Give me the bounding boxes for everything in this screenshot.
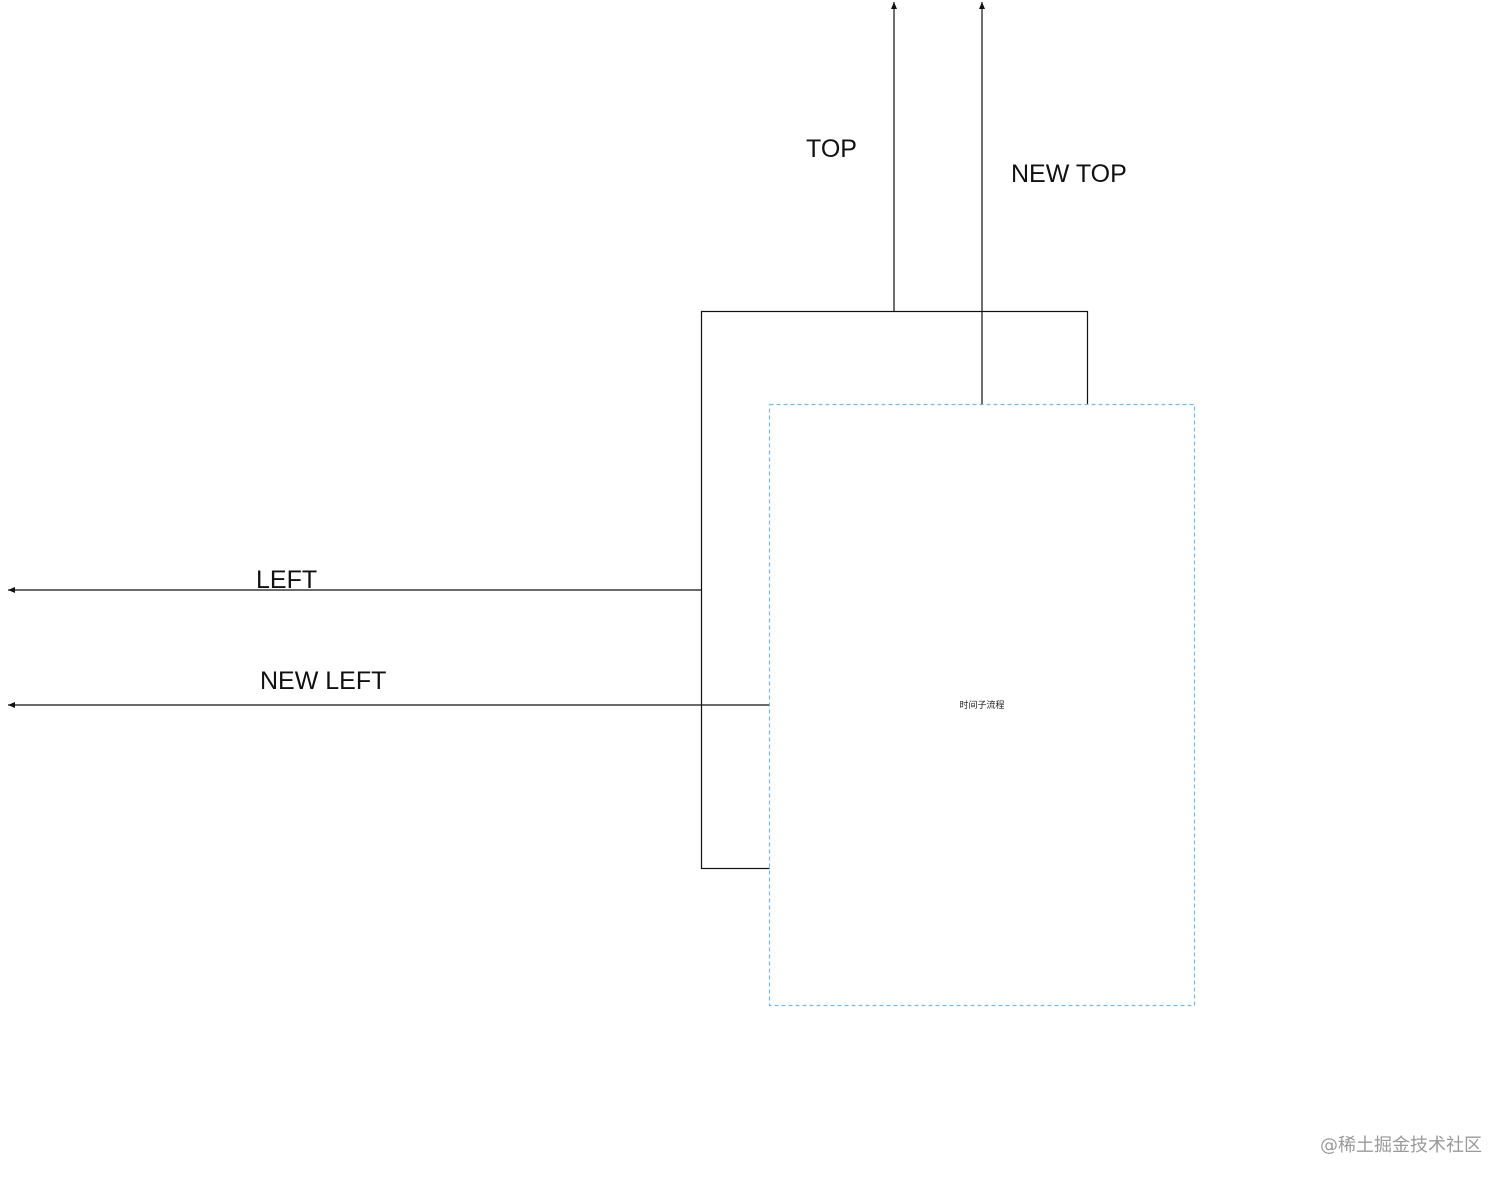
left-label: LEFT — [256, 566, 317, 594]
new-top-label: NEW TOP — [1011, 160, 1127, 188]
new-left-label: NEW LEFT — [260, 667, 386, 695]
moved-box[interactable] — [768, 403, 1196, 1007]
watermark: @稀土掘金技术社区 — [1320, 1135, 1482, 1156]
top-label: TOP — [806, 135, 857, 163]
node-label: 时间子流程 — [959, 699, 1004, 710]
